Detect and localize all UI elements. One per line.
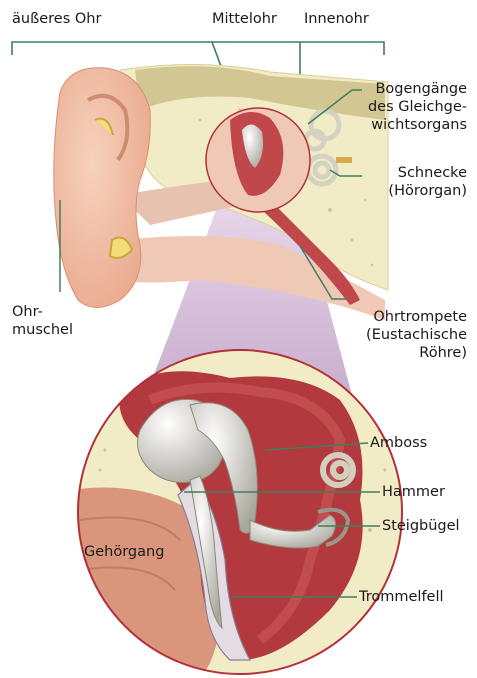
label-ear-canal: Gehörgang — [84, 543, 164, 561]
upper-ear-illustration — [54, 64, 388, 320]
label-middle-ear: Mittelohr — [212, 10, 277, 28]
label-cochlea: Schnecke (Hörorgan) — [388, 164, 467, 200]
label-stapes: Steigbügel — [382, 517, 460, 535]
label-auricle: Ohr- muschel — [12, 303, 73, 339]
label-inner-ear: Innenohr — [304, 10, 369, 28]
label-eardrum: Trommelfell — [359, 588, 444, 606]
label-malleus: Hammer — [382, 483, 445, 501]
label-incus: Amboss — [370, 434, 427, 452]
label-semicircular-canals: Bogengänge des Gleichge- wichtsorgans — [368, 80, 467, 134]
magnified-middle-ear — [70, 350, 402, 678]
label-outer-ear: äußeres Ohr — [12, 10, 101, 28]
label-eustachian-tube: Ohrtrompete (Eustachische Röhre) — [366, 308, 467, 362]
